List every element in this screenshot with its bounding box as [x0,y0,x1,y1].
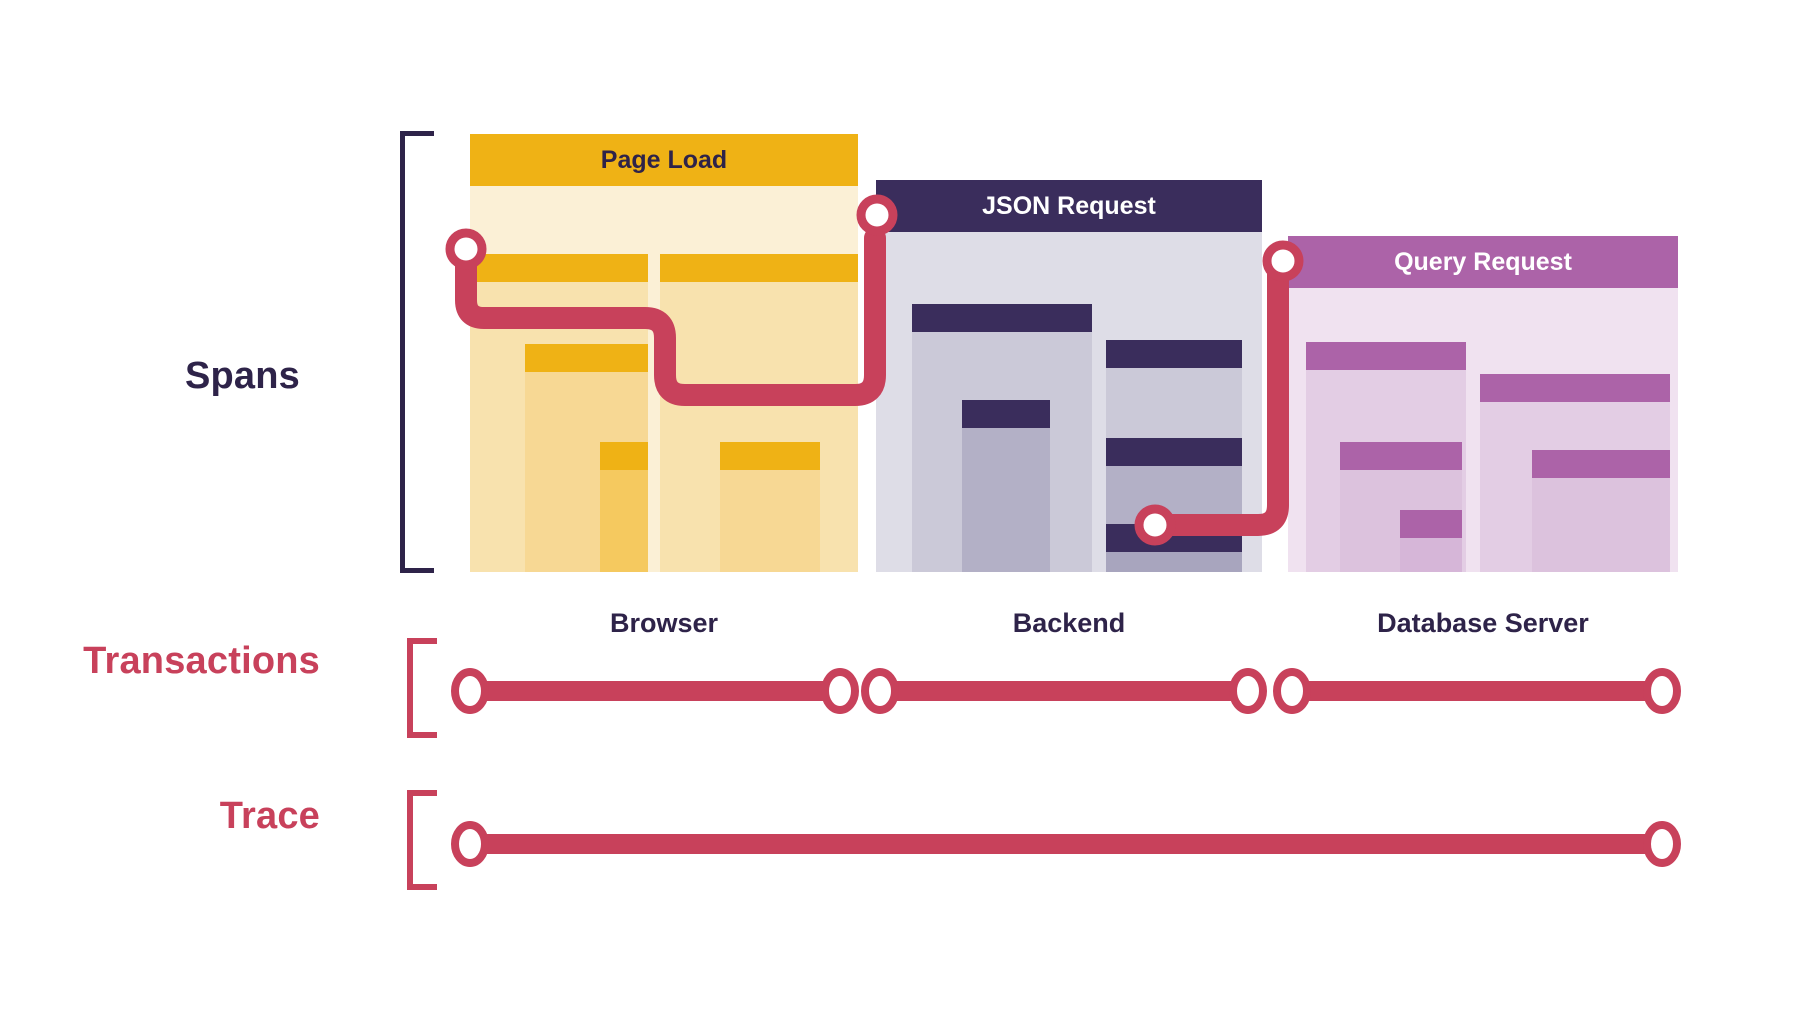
span-bar[interactable] [962,400,1050,572]
span-bar-cap [912,304,1092,332]
panel-body-browser [470,186,858,572]
span-bar-cap [1340,442,1462,470]
transaction-node-database-end[interactable] [1643,668,1681,714]
span-bar[interactable] [1532,450,1670,572]
span-bar-cap [470,254,648,282]
transaction-node-backend-end[interactable] [1229,668,1267,714]
trace-node-start[interactable] [451,821,489,867]
service-caption-browser: Browser [609,608,719,638]
row-label-spans: Spans [184,355,300,397]
span-panel-backend[interactable]: JSON Request [876,180,1262,572]
span-bar-stem [1532,478,1670,572]
panel-title-query-request: Query Request [1394,247,1572,276]
panel-header-browser: Page Load [470,134,858,186]
panel-body-backend [876,232,1262,572]
span-bar-cap [600,442,648,470]
service-caption-database: Database Server [1377,608,1589,638]
span-bar-cap [660,254,858,282]
trace-bracket [407,790,437,890]
span-bar[interactable] [720,442,820,572]
span-bar-stem [1400,538,1462,572]
panel-body-database [1288,288,1678,572]
panel-header-database: Query Request [1288,236,1678,288]
span-bar-cap [962,400,1050,428]
span-bar[interactable] [600,442,648,572]
span-bar-stem [600,470,648,572]
transaction-node-browser-start[interactable] [451,668,489,714]
span-bar-cap [1106,524,1242,552]
panel-title-json-request: JSON Request [982,191,1156,220]
span-bar-cap [525,344,648,372]
span-bar-cap [1106,340,1242,368]
panel-title-page-load: Page Load [600,145,728,174]
span-bar-cap [1106,438,1242,466]
panel-header-backend: JSON Request [876,180,1262,232]
span-bar-cap [1306,342,1466,370]
transaction-node-browser-end[interactable] [821,668,859,714]
trace-node-end[interactable] [1643,821,1681,867]
span-bar-stem [962,428,1050,572]
span-bar-cap [720,442,820,470]
transaction-node-backend-start[interactable] [861,668,899,714]
span-panel-browser[interactable]: Page Load [470,134,858,572]
span-bar-cap [1532,450,1670,478]
transaction-node-database-start[interactable] [1273,668,1311,714]
span-bar-cap [1480,374,1670,402]
span-bar[interactable] [1106,524,1242,572]
service-caption-backend: Backend [1012,608,1126,638]
row-label-transactions: Transactions [83,640,320,682]
span-bar-stem [720,470,820,572]
spans-bracket [400,131,434,573]
row-label-trace: Trace [219,795,320,837]
span-panel-database[interactable]: Query Request [1288,236,1678,572]
span-bar-stem [1106,552,1242,572]
transactions-bracket [407,638,437,738]
span-bar[interactable] [1400,510,1462,572]
span-bar-cap [1400,510,1462,538]
